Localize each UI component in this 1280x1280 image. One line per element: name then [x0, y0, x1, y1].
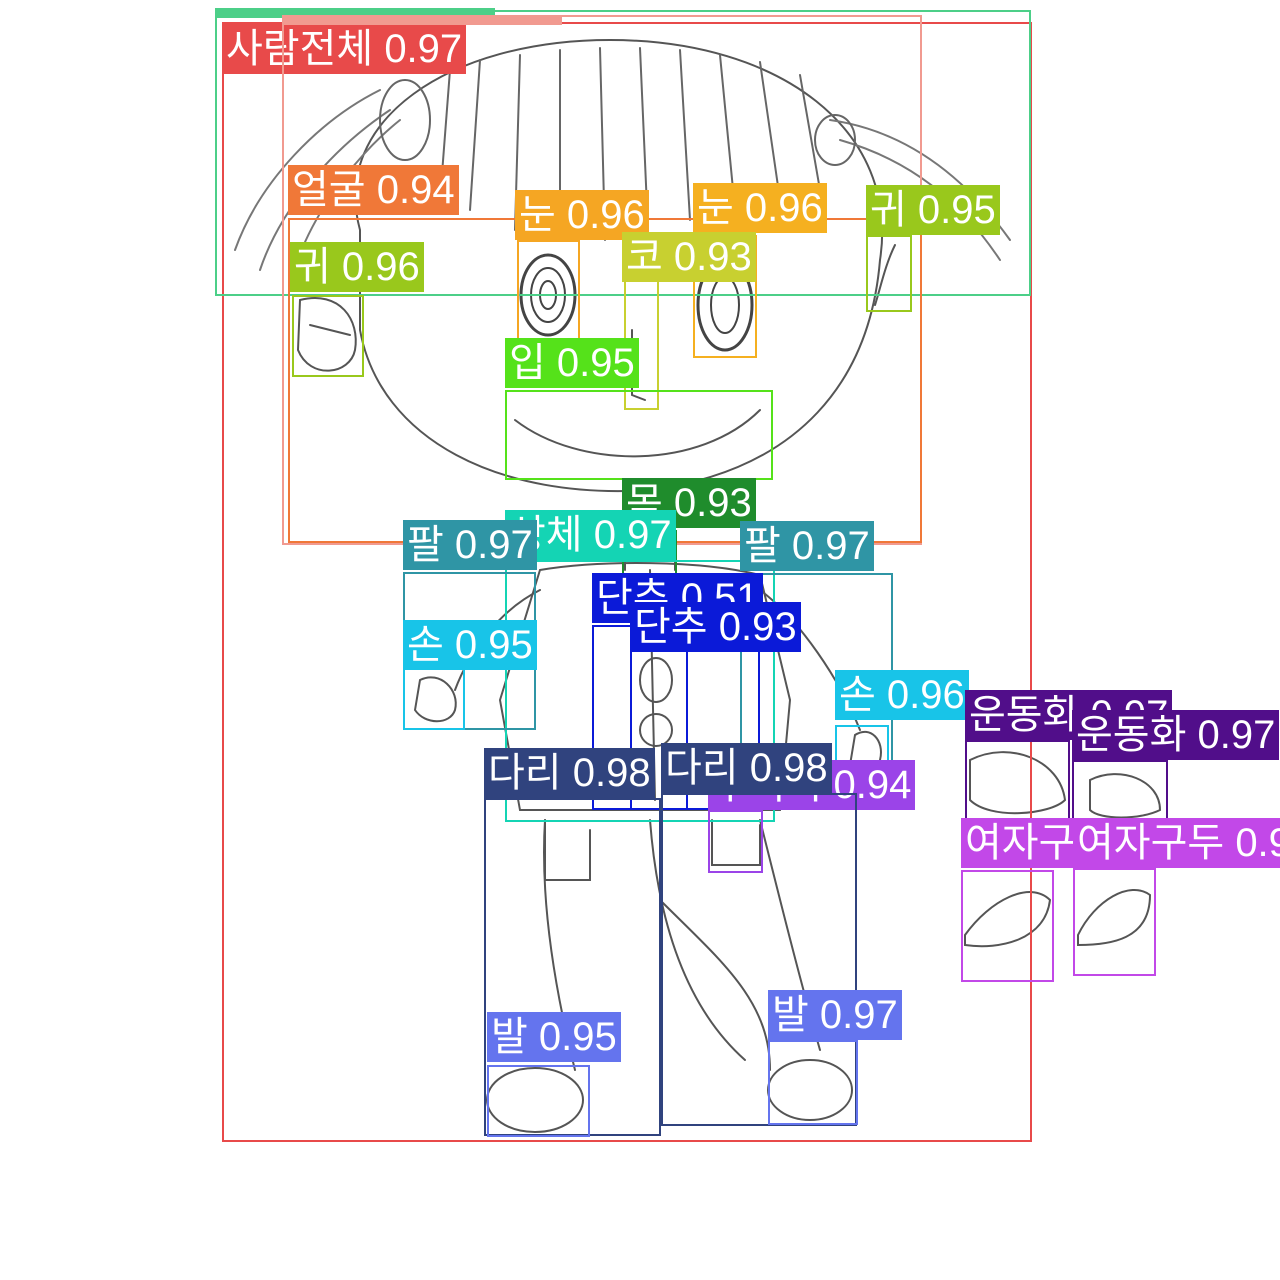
child-figure-sketch: [234, 38, 1162, 1133]
